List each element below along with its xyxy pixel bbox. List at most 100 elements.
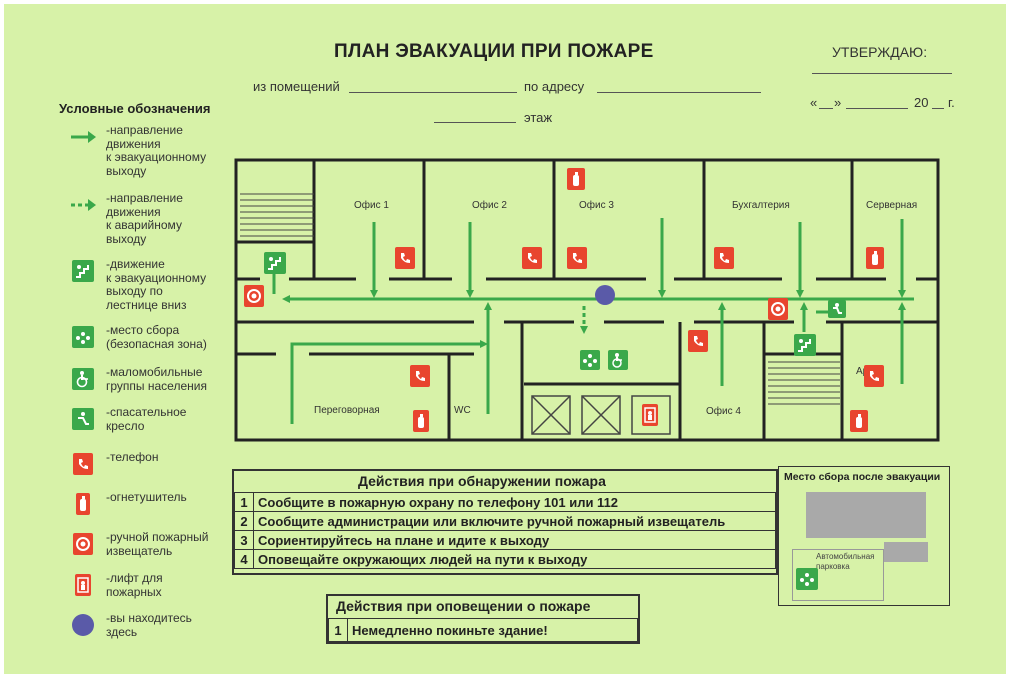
extinguisher-icon (866, 247, 884, 269)
from-rooms-line (349, 92, 517, 93)
row-number: 3 (234, 530, 254, 550)
extinguisher-icon (70, 491, 96, 517)
extinguisher-icon (850, 410, 868, 432)
row-text: Оповещайте окружающих людей на пути к вы… (253, 549, 776, 569)
date-month-line (846, 108, 908, 109)
extinguisher-icon (413, 410, 429, 432)
approve-line (812, 73, 952, 74)
fire-actions-title: Действия при обнаружении пожара (358, 473, 606, 489)
wheelchair-icon (608, 350, 628, 370)
legend-text: -направление движения к эвакуационному в… (106, 123, 207, 178)
legend-title: Условные обозначения (59, 101, 211, 116)
row-number: 4 (234, 549, 254, 569)
stairs-down-icon (794, 334, 816, 356)
legend-text: -маломобильные группы населения (106, 365, 207, 393)
fire-actions-panel (232, 469, 778, 575)
room-label-office1: Офис 1 (354, 200, 389, 211)
firefighter-lift-icon (642, 404, 658, 426)
assembly-point-icon (796, 568, 818, 590)
legend-item: -направление движения к аварийному выход… (70, 191, 183, 246)
legend-item: -огнетушитель (70, 490, 187, 517)
by-address-label: по адресу (524, 79, 585, 94)
date-year-line (932, 108, 944, 109)
assembly-point-icon (580, 350, 600, 370)
building-block (806, 492, 926, 538)
phone-icon (522, 247, 542, 269)
address-line (597, 92, 761, 93)
legend-text: -спасательное кресло (106, 405, 187, 433)
row-text: Сообщите администрации или включите ручн… (253, 511, 776, 531)
legend-item: -телефон (70, 450, 159, 477)
stairs-right (768, 361, 840, 405)
elevators (531, 395, 671, 435)
legend-item: -движение к эвакуационному выходу по лес… (70, 257, 207, 312)
phone-icon (410, 365, 430, 387)
alert-actions-title: Действия при оповещении о пожаре (336, 598, 591, 614)
rescue-chair-icon (828, 300, 846, 318)
row-text: Сориентируйтесь на плане и идите к выход… (253, 530, 776, 550)
dashed-green-arrow-icon (70, 192, 96, 218)
legend-item: -вы находитесь здесь (70, 611, 192, 639)
phone-icon (864, 365, 884, 387)
date-year: 20 (914, 95, 929, 110)
from-rooms-label: из помещений (253, 79, 340, 94)
legend-text: -огнетушитель (106, 490, 187, 504)
legend-text: -ручной пожарный извещатель (106, 530, 209, 558)
rescue-chair-icon (70, 406, 96, 432)
wheelchair-icon (70, 366, 96, 392)
legend-item: -спасательное кресло (70, 405, 187, 433)
legend-item: -ручной пожарный извещатель (70, 530, 209, 558)
room-label-office3: Офис 3 (579, 200, 614, 211)
legend-text: -движение к эвакуационному выходу по лес… (106, 257, 207, 312)
floor-label: этаж (524, 110, 553, 125)
phone-icon (567, 247, 587, 269)
assembly-panel (778, 466, 950, 606)
room-label-office4: Офис 4 (706, 406, 741, 417)
fire-alarm-icon (70, 531, 96, 557)
date-quote-close: » (834, 95, 842, 110)
you-are-here-marker (595, 285, 615, 305)
parking-label: Автомобильная парковка (816, 552, 875, 571)
date-day-line (819, 108, 833, 109)
approve-label: УТВЕРЖДАЮ: (832, 44, 928, 60)
you-are-here-icon (70, 612, 96, 638)
parking-area (792, 549, 884, 601)
legend-item: -лифт для пожарных (70, 571, 163, 599)
legend-item: -место сбора (безопасная зона) (70, 323, 207, 351)
legend-text: -лифт для пожарных (106, 571, 163, 599)
legend-item: -направление движения к эвакуационному в… (70, 123, 207, 178)
stairs-left (240, 193, 314, 237)
legend-text: -направление движения к аварийному выход… (106, 191, 183, 246)
phone-icon (70, 451, 96, 477)
firefighter-lift-icon (70, 572, 96, 598)
phone-icon (714, 247, 734, 269)
plan-title: ПЛАН ЭВАКУАЦИИ ПРИ ПОЖАРЕ (334, 41, 654, 62)
stairs-down-icon (264, 252, 286, 274)
evacuation-plan-sheet: ПЛАН ЭВАКУАЦИИ ПРИ ПОЖАРЕ из помещений п… (4, 4, 1006, 674)
side-block (884, 542, 928, 562)
room-label-server: Серверная (866, 200, 918, 211)
phone-icon (395, 247, 415, 269)
walls (234, 158, 940, 442)
row-number: 1 (328, 618, 348, 642)
phone-icon (688, 330, 708, 352)
legend-text: -телефон (106, 450, 159, 464)
date-quote-open: « (810, 95, 818, 110)
row-text: Сообщите в пожарную охрану по телефону 1… (253, 492, 776, 512)
legend-text: -вы находитесь здесь (106, 611, 192, 639)
floor-line (434, 122, 516, 123)
room-label-office2: Офис 2 (472, 200, 507, 211)
legend-item: -маломобильные группы населения (70, 365, 207, 393)
room-label-wc: WC (454, 405, 471, 416)
row-number: 1 (234, 492, 254, 512)
room-label-meeting: Переговорная (314, 405, 380, 416)
alert-actions-panel (326, 594, 640, 644)
row-number: 2 (234, 511, 254, 531)
fire-alarm-icon (768, 298, 788, 320)
